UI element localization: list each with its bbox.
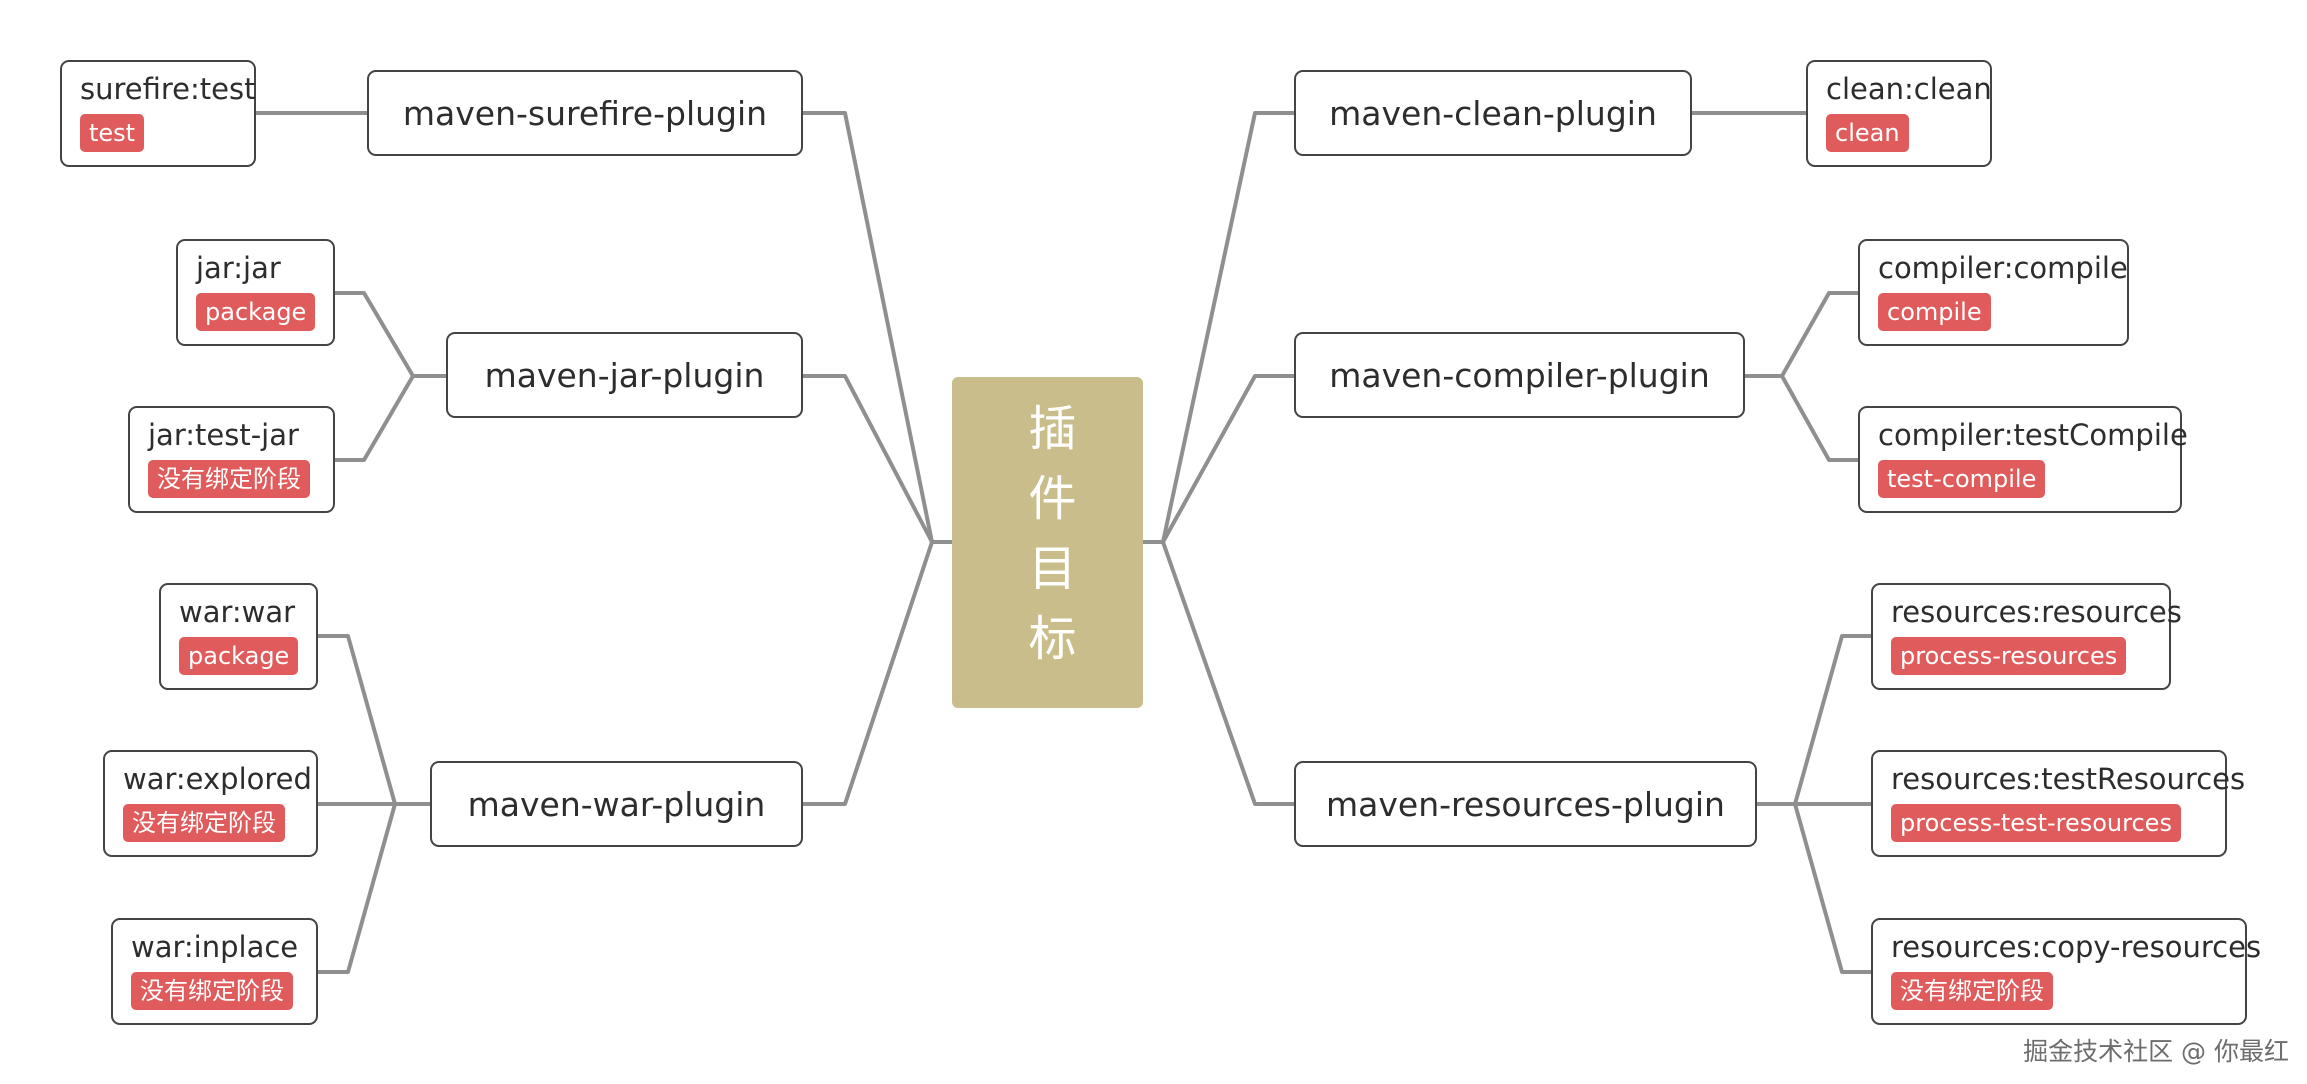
plugin-node-clean: maven-clean-plugin xyxy=(1294,70,1692,156)
goal-name: compiler:compile xyxy=(1878,251,2128,285)
goal-node-resources-copy-resources: resources:copy-resources 没有绑定阶段 xyxy=(1871,918,2262,1025)
goal-node-jar-jar: jar:jar package xyxy=(176,239,335,346)
connector-jar-goals xyxy=(333,291,448,462)
goal-name: resources:resources xyxy=(1891,595,2182,629)
connector-center-clean xyxy=(1141,111,1296,544)
phase-badge: clean xyxy=(1826,114,1909,152)
phase-badge: process-test-resources xyxy=(1891,804,2181,842)
goal-name: surefire:test xyxy=(80,72,256,106)
connector-war-goals xyxy=(316,634,432,974)
goal-node-jar-test-jar: jar:test-jar 没有绑定阶段 xyxy=(128,406,335,513)
connector-resources-goals xyxy=(1755,634,1873,974)
phase-badge: 没有绑定阶段 xyxy=(1891,972,2053,1010)
goal-name: jar:test-jar xyxy=(148,418,299,452)
goal-node-compiler-test-compile: compiler:testCompile test-compile xyxy=(1858,406,2188,513)
phase-badge: package xyxy=(179,637,299,675)
goal-node-resources-test-resources: resources:testResources process-test-res… xyxy=(1871,750,2246,857)
goal-node-surefire-test: surefire:test test xyxy=(60,60,256,167)
plugin-node-surefire: maven-surefire-plugin xyxy=(367,70,803,156)
goal-node-war-war: war:war package xyxy=(159,583,318,690)
goal-name: resources:copy-resources xyxy=(1891,930,2262,964)
goal-name: resources:testResources xyxy=(1891,762,2246,796)
connector-center-war xyxy=(801,540,934,806)
phase-badge: process-resources xyxy=(1891,637,2127,675)
goal-node-resources-resources: resources:resources process-resources xyxy=(1871,583,2182,690)
connector-center-resources xyxy=(1161,540,1296,806)
plugin-node-compiler: maven-compiler-plugin xyxy=(1294,332,1745,418)
connector-center-jar xyxy=(801,374,954,544)
plugin-node-war: maven-war-plugin xyxy=(430,761,803,847)
goal-name: compiler:testCompile xyxy=(1878,418,2188,452)
plugin-node-jar: maven-jar-plugin xyxy=(446,332,803,418)
goal-node-war-inplace: war:inplace 没有绑定阶段 xyxy=(111,918,318,1025)
central-topic-title: 插件目标 xyxy=(1019,402,1076,683)
phase-badge: 没有绑定阶段 xyxy=(148,460,310,498)
connector-center-surefire xyxy=(801,111,954,544)
goal-name: clean:clean xyxy=(1826,72,1992,106)
phase-badge: 没有绑定阶段 xyxy=(123,804,285,842)
goal-name: war:explored xyxy=(123,762,312,796)
phase-badge: compile xyxy=(1878,293,1991,331)
goal-node-compiler-compile: compiler:compile compile xyxy=(1858,239,2129,346)
plugin-node-resources: maven-resources-plugin xyxy=(1294,761,1757,847)
goal-name: jar:jar xyxy=(196,251,281,285)
goal-name: war:inplace xyxy=(131,930,299,964)
central-topic: 插件目标 xyxy=(952,377,1143,708)
phase-badge: 没有绑定阶段 xyxy=(131,972,293,1010)
phase-badge: package xyxy=(196,293,316,331)
phase-badge: test-compile xyxy=(1878,460,2046,498)
goal-node-war-explored: war:explored 没有绑定阶段 xyxy=(103,750,318,857)
connector-center-compiler xyxy=(1161,374,1296,544)
watermark: 掘金技术社区 @ 你最红 xyxy=(2023,1037,2289,1066)
goal-node-clean-clean: clean:clean clean xyxy=(1806,60,1992,167)
connector-compiler-goals xyxy=(1743,291,1860,462)
phase-badge: test xyxy=(80,114,145,152)
goal-name: war:war xyxy=(179,595,296,629)
